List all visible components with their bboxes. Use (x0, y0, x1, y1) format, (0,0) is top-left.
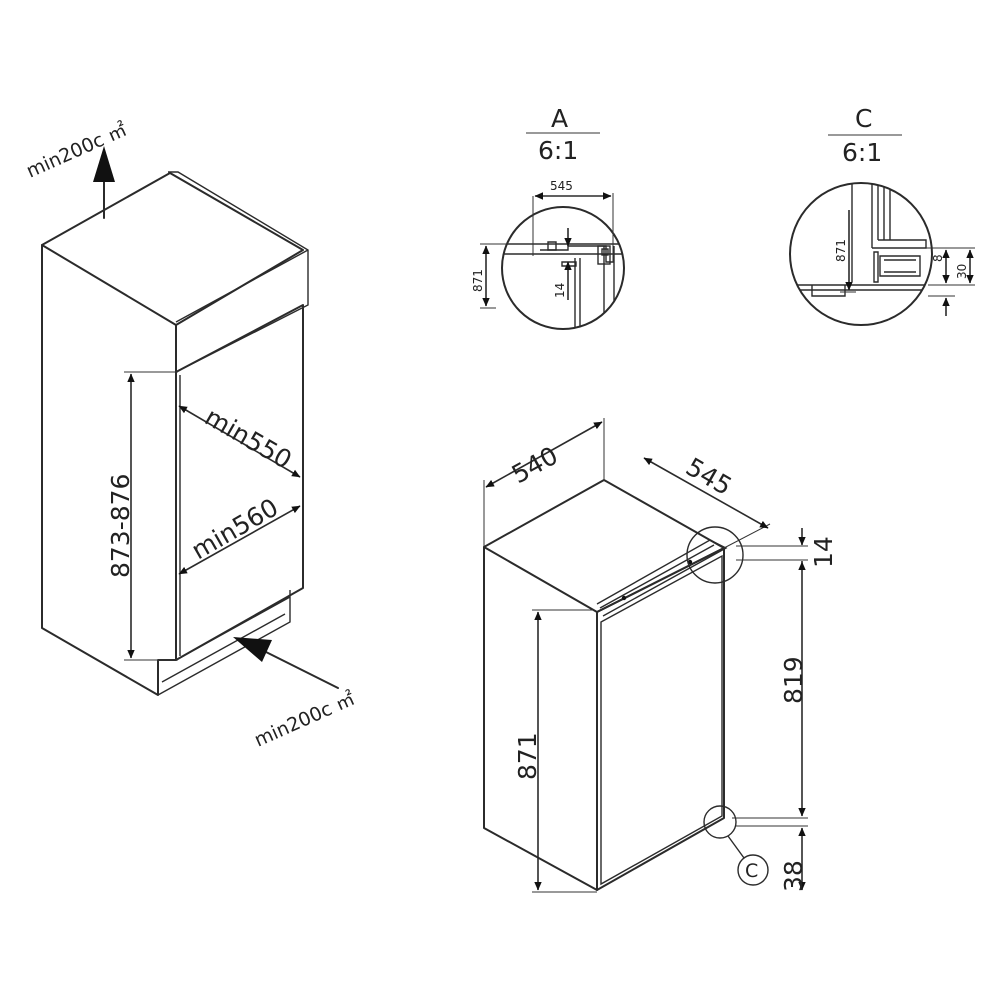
cabinet-side-panel (41, 244, 177, 696)
vent-top-arrowhead (93, 146, 115, 182)
niche-depth-dim-line (178, 405, 301, 478)
detail-c-callout-circle (703, 805, 737, 839)
detail-c-letter: C (855, 104, 872, 133)
detail-c: C 6:1 871 8 30 (789, 104, 975, 326)
appliance-width-dim-line (485, 421, 603, 488)
cabinet-top-back-edge (168, 171, 309, 374)
appliance-door (596, 547, 725, 891)
niche-opening (175, 304, 304, 661)
detail-a-letter: A (551, 104, 568, 133)
niche-height-label: 873-876 (106, 474, 135, 578)
detail-c-8-label: 8 (931, 254, 945, 262)
appliance-bottom-gap-label: 38 (779, 860, 808, 892)
appliance-door-height-label: 819 (779, 656, 808, 704)
appliance-door-panel (600, 554, 723, 886)
appliance-side (483, 546, 598, 891)
cabinet-top-front-band (175, 249, 309, 323)
appliance-depth-dim-line (643, 457, 769, 529)
niche-width-label: min560 (187, 493, 284, 566)
detail-c-circle (789, 182, 933, 326)
cabinet-top-panel (41, 172, 304, 326)
detail-a: A 6:1 545 871 14 (471, 104, 625, 330)
detail-c-30-label: 30 (955, 264, 969, 279)
appliance-top-gap-label: 14 (809, 536, 838, 568)
niche-plinth (157, 590, 291, 696)
detail-a-871-label: 871 (471, 269, 485, 292)
vent-bottom-label: min200c ㎡ (251, 687, 359, 752)
detail-a-14-label: 14 (553, 283, 567, 298)
detail-a-545-label: 545 (550, 179, 573, 193)
detail-c-scale: 6:1 (842, 138, 882, 167)
niche-width-dim-line (178, 505, 301, 575)
vent-top-label: min200c ㎡ (23, 118, 131, 183)
appliance-height-label: 871 (513, 732, 542, 780)
vent-bottom-arrowhead (233, 637, 272, 662)
niche-depth-label: min550 (200, 402, 297, 475)
detail-c-871-label: 871 (834, 239, 848, 262)
niche-cabinet-view: min200c ㎡ min200c ㎡ 873-876 min550 min56… (23, 118, 359, 752)
detail-c-parts (790, 183, 932, 297)
detail-a-scale: 6:1 (538, 136, 578, 165)
vent-bottom-arrow-shaft (265, 651, 339, 689)
appliance-hinge-strip (596, 539, 728, 617)
appliance-depth-label: 545 (681, 452, 737, 501)
detail-a-circle (501, 206, 625, 330)
appliance-view: C 540 545 871 14 819 38 (483, 418, 838, 893)
detail-c-marker-label: C (745, 860, 758, 882)
